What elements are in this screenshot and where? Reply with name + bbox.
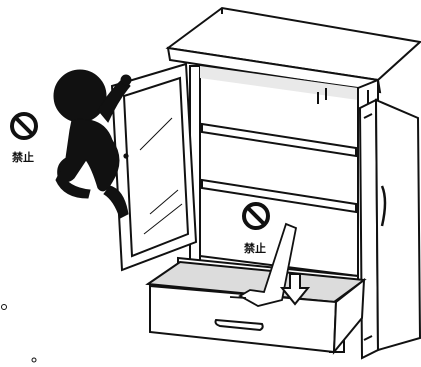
prohibition-label-drawer: 禁止 <box>244 241 266 255</box>
right-door <box>360 100 420 358</box>
prohibition-label-climbing: 禁止 <box>12 150 34 164</box>
margin-mark <box>2 305 37 363</box>
left-door <box>112 64 196 270</box>
prohibition-icon <box>12 114 36 138</box>
